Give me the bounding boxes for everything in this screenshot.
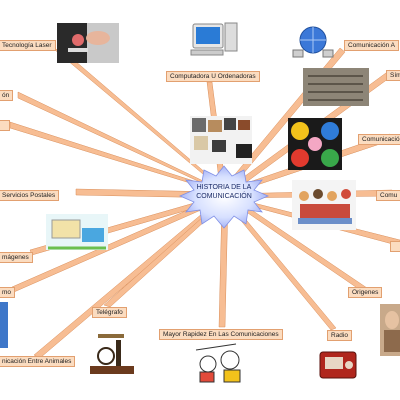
left-edge-picture (0, 302, 8, 348)
colorful-heads-picture (288, 118, 342, 170)
label-tecnologia-laser[interactable]: Tecnología Laser (0, 40, 56, 51)
house-illustration-picture (46, 214, 108, 250)
label-computadora[interactable]: Computadora U Ordenadoras (166, 71, 260, 82)
label-right-cut-3[interactable]: Comu (376, 190, 400, 201)
laser-hands-picture (57, 23, 119, 63)
telegraph-picture (90, 334, 134, 374)
stone-tablet-picture (303, 68, 369, 106)
people-group-picture (292, 180, 356, 230)
network-globe-picture (292, 26, 334, 58)
cartoon-characters-picture (195, 343, 241, 383)
label-left-cut-3[interactable]: mo (0, 287, 16, 298)
label-right-cut-4[interactable] (390, 241, 400, 252)
label-origenes[interactable]: Origenes (348, 287, 383, 298)
label-imagenes[interactable]: mágenes (0, 252, 33, 263)
label-right-cut-1[interactable]: Sím (386, 70, 400, 81)
communication-collage-picture (190, 116, 252, 164)
central-topic: HISTORIA DE LA COMUNICACIÓN (188, 183, 260, 201)
radio-picture (319, 351, 357, 379)
center-star-shape (178, 165, 270, 229)
label-comunicacion-a[interactable]: Comunicación A (344, 40, 399, 51)
label-mayor-rapidez[interactable]: Mayor Rapidez En Las Comunicaciones (159, 329, 283, 340)
label-comunicacion-animales[interactable]: nicación Entre Animales (0, 356, 76, 367)
label-telegrafo[interactable]: Telégrafo (92, 307, 127, 318)
label-radio[interactable]: Radio (327, 330, 352, 341)
central-topic-line2: COMUNICACIÓN (196, 193, 252, 200)
label-servicios-postales[interactable]: Servicios Postales (0, 190, 60, 201)
portrait-painting-picture (380, 304, 400, 356)
label-right-cut-2[interactable]: Comunicación (358, 134, 400, 145)
center-star (178, 165, 270, 229)
label-left-cut-1[interactable]: ón (0, 90, 14, 101)
label-left-cut-2[interactable] (0, 120, 10, 131)
central-topic-line1: HISTORIA DE LA (196, 184, 252, 191)
computer-picture (190, 22, 238, 56)
